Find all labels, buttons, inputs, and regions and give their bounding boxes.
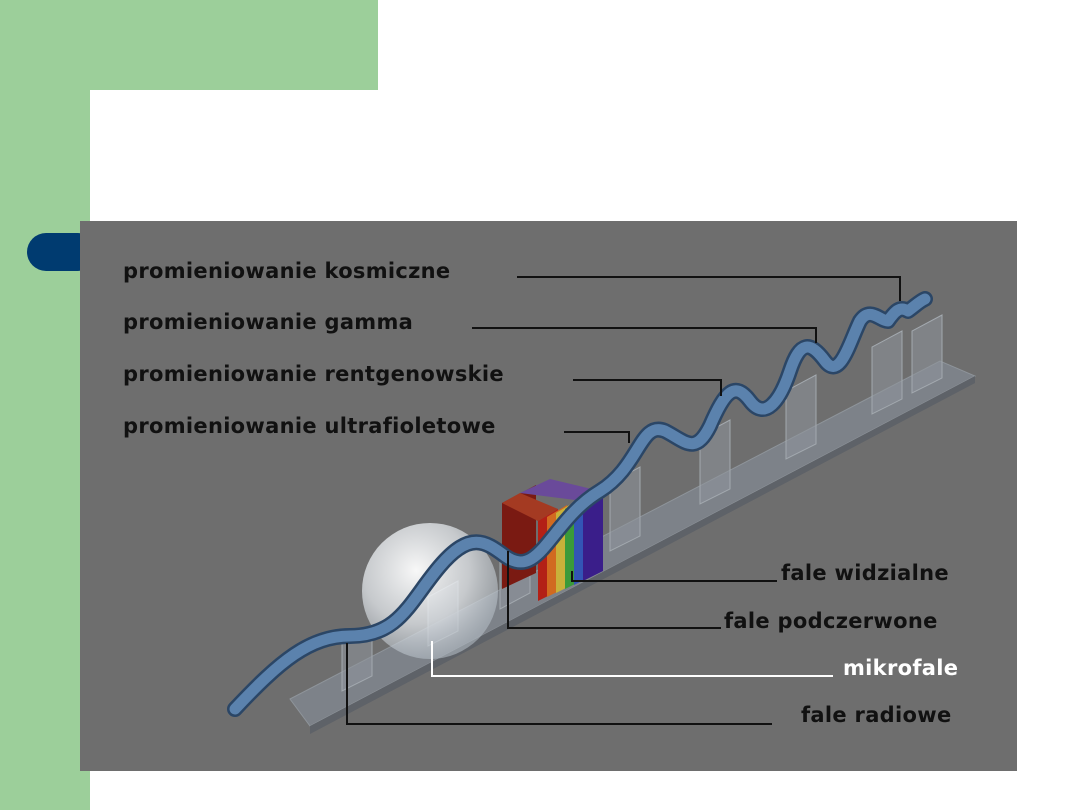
- label-xray-radiation: promieniowanie rentgenowskie: [123, 362, 504, 386]
- label-cosmic-radiation: promieniowanie kosmiczne: [123, 259, 451, 283]
- wave-ribbon: [227, 291, 933, 717]
- label-radio-waves: fale radiowe: [801, 703, 952, 727]
- label-infrared: fale podczerwone: [724, 609, 938, 633]
- spectrum-diagram: promieniowanie kosmiczne promieniowanie …: [80, 221, 1017, 771]
- label-microwaves: mikrofale: [843, 656, 959, 680]
- label-gamma-radiation: promieniowanie gamma: [123, 310, 414, 334]
- label-visible-light: fale widzialne: [781, 561, 949, 585]
- leader-lines: [346, 276, 901, 725]
- label-ultraviolet-radiation: promieniowanie ultrafioletowe: [123, 414, 496, 438]
- leader-line-microwaves: [431, 641, 833, 677]
- spectrum-illustration: [227, 276, 977, 734]
- green-sidebar: [0, 0, 90, 810]
